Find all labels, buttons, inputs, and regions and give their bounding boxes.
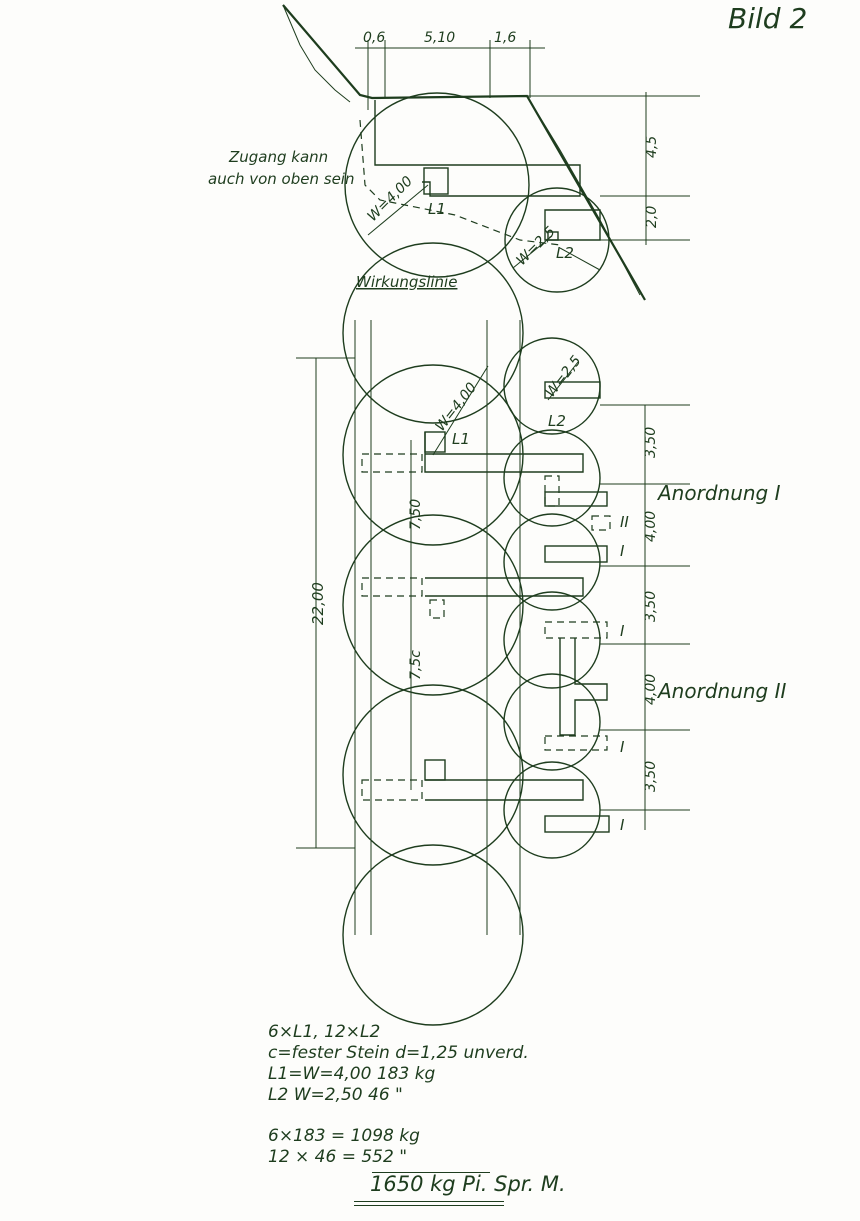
effect-circle-l2-e — [503, 673, 601, 771]
effect-circle-l1-a — [342, 242, 524, 424]
gallery-l2-i-d — [544, 735, 608, 751]
access-path — [359, 119, 561, 246]
effect-circle-l1-b — [342, 364, 524, 546]
label-l1-section: L1 — [428, 200, 446, 218]
gallery-l2-i-a-dashed — [544, 475, 560, 507]
dim-4-5: 4,5 — [644, 136, 660, 158]
radius-line-l1 — [367, 184, 429, 236]
mark-i-c: I — [620, 738, 625, 756]
effect-circle-l2 — [504, 187, 610, 293]
gallery-l2-ii — [591, 515, 611, 531]
l2-spacing-1: 3,50 — [643, 427, 659, 458]
cross-section: 0,6 5,10 1,6 4,5 2,0 Zugang kann auch vo… — [208, 4, 700, 301]
terrain-hatch — [282, 4, 351, 103]
line-of-action-stroke — [559, 247, 601, 271]
chamber-l1 — [423, 167, 449, 195]
calculation-block: 6×L1, 12×L2 c=fester Stein d=1,25 unverd… — [268, 1022, 628, 1206]
effect-circle-l1-c — [342, 514, 524, 696]
gallery-l1-a-dashed — [361, 453, 423, 473]
l2-spacing-5: 3,50 — [643, 761, 659, 792]
radius-w1-section: W=4,00 — [365, 173, 417, 225]
radius-w1-plan: W=4,00 — [433, 380, 481, 435]
chamber-l1-c — [424, 759, 446, 781]
gallery-l1-b-dashed — [361, 577, 423, 597]
gallery-l2 — [544, 209, 601, 241]
sum-rule — [372, 1172, 490, 1173]
dim-2-0: 2,0 — [644, 206, 660, 228]
calc-line-3: L1=W=4,00 183 kg — [268, 1064, 436, 1084]
mark-i-d: I — [620, 816, 625, 834]
dim-0-6: 0,6 — [363, 30, 385, 46]
radius-line-plan-l1 — [432, 365, 489, 456]
effect-circle-l2-b — [503, 429, 601, 527]
label-l2-section: L2 — [556, 244, 574, 262]
calc-spacer — [268, 1106, 628, 1126]
l2-spacing-3: 3,50 — [643, 591, 659, 622]
radius-w2-section: W=2,5 — [514, 224, 559, 269]
calc-total: 1650 kg Pi. Spr. M. — [370, 1172, 566, 1196]
chamber-l2 — [547, 231, 559, 241]
total-length-label: 22,00 — [309, 582, 327, 625]
calc-line-5: 6×183 = 1098 kg — [268, 1126, 420, 1146]
terrain-profile — [282, 4, 646, 301]
chamber-l1-b — [429, 599, 445, 619]
l1-spacing-1: 7,50 — [408, 499, 424, 530]
arrangement-2-label: Anordnung II — [656, 679, 786, 703]
dim-1-6: 1,6 — [494, 30, 516, 46]
l2-spacing-2: 4,00 — [643, 511, 659, 542]
dim-5-10: 5,10 — [424, 30, 455, 46]
mark-i-a: I — [620, 542, 625, 560]
calc-line-4: L2 W=2,50 46 " — [268, 1085, 403, 1105]
effect-circle-l2-d — [503, 591, 601, 689]
mark-ii: II — [620, 513, 629, 531]
note-line-1: Zugang kann — [228, 148, 328, 166]
note-line-2: auch von oben sein — [208, 170, 354, 188]
double-underline — [354, 1201, 504, 1206]
chamber-l1-a — [424, 431, 446, 453]
gallery-l2-i-b — [544, 545, 608, 563]
plan-view: W=4,00 W=2,5 L1 L2 22,00 7,50 7,5c 3,50 … — [296, 242, 786, 1026]
effect-circle-l1 — [344, 92, 530, 278]
effect-circle-l1-e — [342, 844, 524, 1026]
line-of-action-label: Wirkungslinie — [356, 273, 457, 291]
figure-label: Bild 2 — [728, 2, 807, 35]
calc-line-1: 6×L1, 12×L2 — [268, 1022, 381, 1042]
gallery-l2-i-c — [544, 621, 608, 639]
gallery-l1-c — [425, 779, 584, 801]
arrangement-1-label: Anordnung I — [656, 481, 781, 505]
gallery-l2-top — [544, 381, 601, 399]
l1-spacing-2: 7,5c — [408, 650, 424, 680]
radius-line-l2 — [512, 235, 553, 269]
effect-circle-l1-d — [342, 684, 524, 866]
gallery-l2-i-e — [544, 815, 610, 833]
gallery-l1-c-dashed — [361, 779, 423, 801]
calc-line-6: 12 × 46 = 552 " — [268, 1147, 408, 1167]
gallery-l1-a — [424, 432, 584, 473]
gallery-l1 — [374, 100, 581, 197]
radius-w2-plan: W=2,5 — [543, 353, 585, 401]
gallery-l2-arrangement-2 — [559, 638, 608, 736]
effect-circle-l2-f — [503, 761, 601, 859]
calc-line-2: c=fester Stein d=1,25 unverd. — [268, 1043, 529, 1063]
label-l2-plan: L2 — [548, 412, 566, 430]
radius-line-plan-l2 — [547, 361, 579, 401]
gallery-l1-b — [425, 577, 584, 597]
mark-i-b: I — [620, 622, 625, 640]
l2-spacing-4: 4,00 — [643, 674, 659, 705]
label-l1-plan: L1 — [452, 430, 470, 448]
